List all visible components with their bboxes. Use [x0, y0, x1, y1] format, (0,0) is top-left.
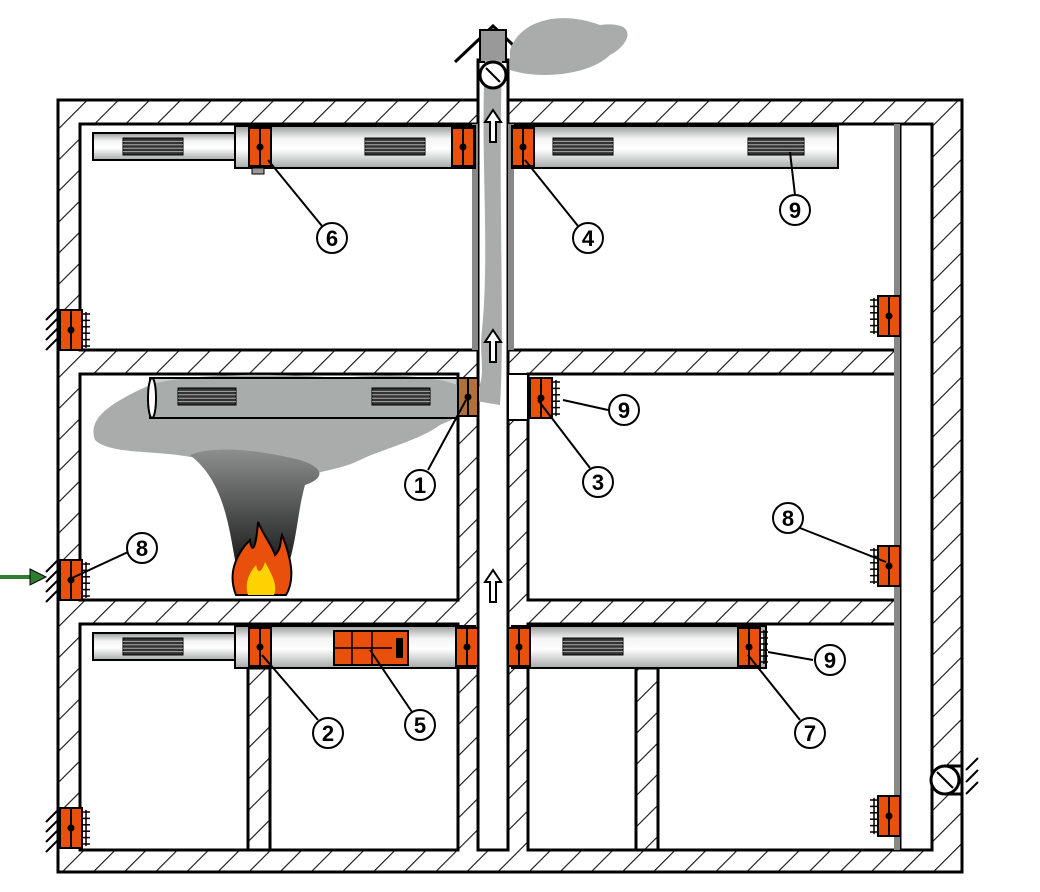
- callout-number: 9: [824, 648, 836, 673]
- callout-number: 8: [782, 506, 794, 531]
- arrow-up-icon: [483, 568, 503, 603]
- callout-3: 3: [582, 466, 614, 498]
- fire-dampers: [59, 127, 901, 849]
- callout-number: 5: [414, 713, 426, 738]
- partition-wall: [634, 666, 660, 852]
- exhaust-shaft-right: [898, 122, 934, 852]
- callout-leaders: [71, 151, 887, 721]
- roof-fan-icon: [478, 60, 508, 90]
- ducts: [92, 125, 839, 669]
- fire-damper-icon: [59, 559, 90, 601]
- fire-damper-icon: [529, 377, 560, 419]
- callout-number: 6: [326, 226, 338, 251]
- callout-5: 5: [404, 709, 436, 741]
- fire-damper-icon: [451, 127, 475, 167]
- callout-4: 4: [572, 222, 604, 254]
- callout-number: 2: [322, 721, 334, 746]
- outside-wall-marks: [45, 307, 979, 853]
- callout-9a: 9: [779, 194, 811, 226]
- grille-icon: [371, 387, 431, 406]
- fire-damper-icon: [511, 127, 535, 167]
- air-grilles: [122, 137, 805, 656]
- exhaust-fan-icon: [929, 764, 964, 796]
- fire-damper-icon: [59, 807, 90, 849]
- grille-icon: [177, 387, 237, 406]
- callout-1: 1: [404, 469, 436, 501]
- callout-2: 2: [312, 717, 344, 749]
- callout-number: 4: [582, 226, 595, 251]
- airflow-up-arrows: [483, 108, 503, 603]
- grille-icon: [122, 637, 184, 656]
- fire-damper-icon: [507, 627, 531, 667]
- callout-number: 9: [789, 198, 801, 223]
- fire-damper-icon: [248, 127, 272, 167]
- callout-8b: 8: [772, 502, 804, 534]
- grille-icon: [562, 637, 624, 656]
- callouts: 6 4 9 1 3 9 8 8 2 5 9 7: [126, 194, 846, 749]
- arrow-up-icon: [483, 328, 503, 363]
- damper-box-5: [333, 630, 409, 666]
- callout-number: 7: [804, 721, 816, 746]
- callout-7: 7: [794, 717, 826, 749]
- fire-damper-icon: [59, 309, 90, 351]
- grille-icon: [747, 137, 805, 156]
- grille-icon: [552, 137, 614, 156]
- callout-6: 6: [316, 222, 348, 254]
- callout-8a: 8: [126, 532, 158, 564]
- fire-damper-icon: [455, 627, 479, 667]
- fire-damper-icon: [870, 795, 901, 837]
- fire-damper-icon: [737, 627, 768, 667]
- fire-damper-icon: [248, 627, 272, 667]
- grille-icon: [364, 137, 426, 156]
- callout-number: 9: [618, 398, 630, 423]
- fire-damper-icon: [870, 545, 901, 587]
- fire-icon: [231, 521, 293, 596]
- callout-number: 3: [592, 470, 604, 495]
- callout-9b: 9: [608, 394, 640, 426]
- fresh-air-inlet-arrow: [0, 568, 48, 586]
- partition-wall: [246, 666, 272, 852]
- callout-9c: 9: [814, 644, 846, 676]
- callout-number: 1: [414, 473, 426, 498]
- grille-icon: [122, 137, 184, 156]
- fire-damper-icon: [870, 295, 901, 337]
- callout-number: 8: [136, 536, 148, 561]
- arrow-up-icon: [483, 108, 503, 143]
